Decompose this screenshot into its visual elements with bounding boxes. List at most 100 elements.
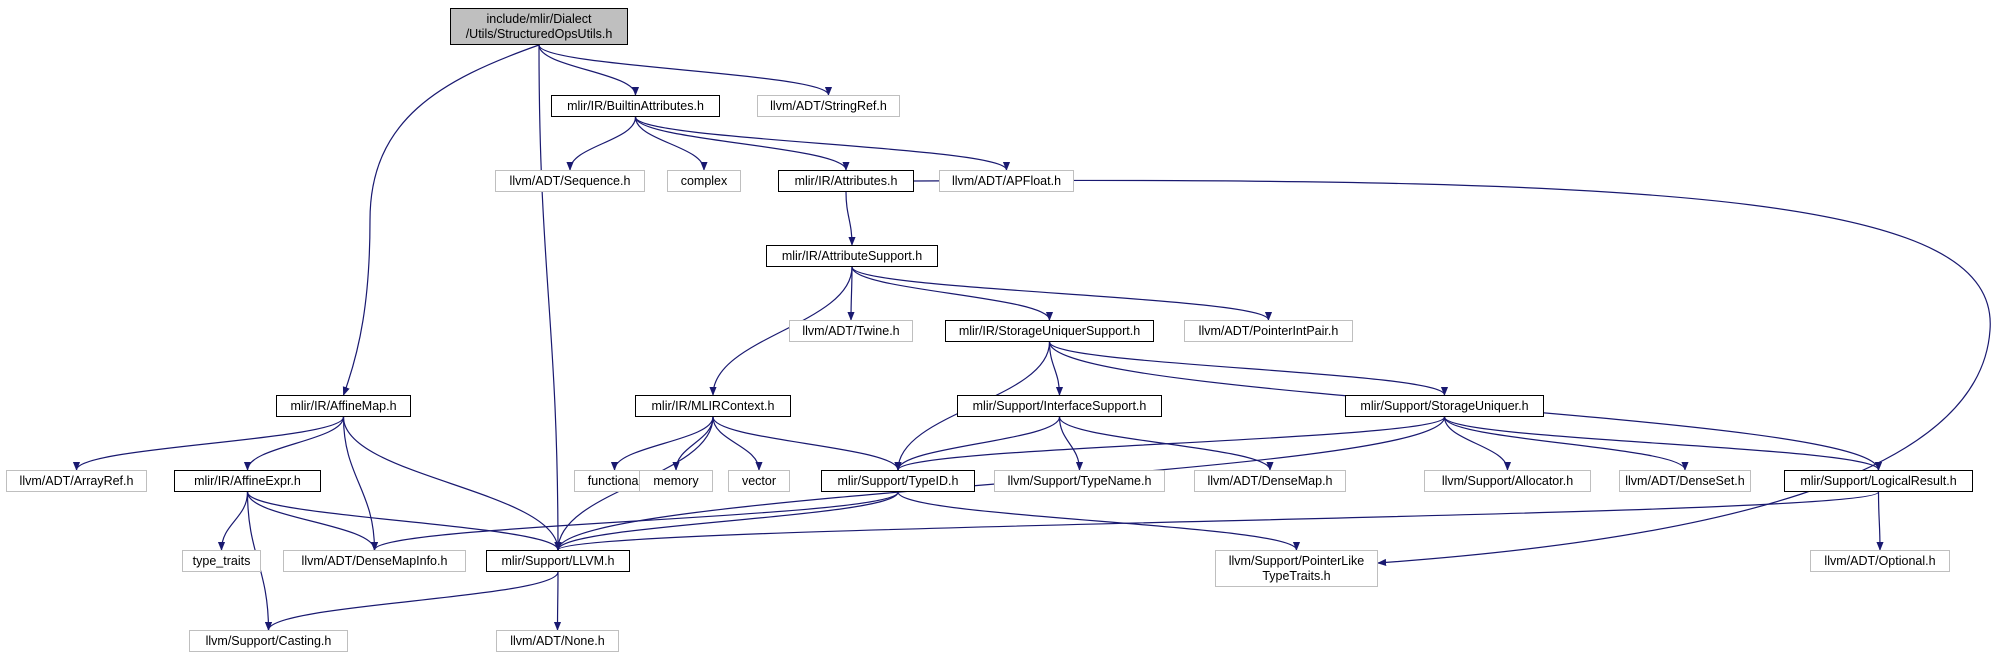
edge-affineexpr-to-typetraits (217, 491, 249, 551)
node-casting: llvm/Support/Casting.h (189, 630, 348, 652)
node-label: /Utils/StructuredOpsUtils.h (465, 26, 613, 41)
edge-attributes-to-attributesupport (845, 191, 856, 246)
edge-builtinattributes-to-apfloat (634, 116, 1010, 171)
edge-interfacesupport-to-typeid (894, 416, 1061, 471)
node-typeid[interactable]: mlir/Support/TypeID.h (821, 470, 975, 492)
node-label: TypeTraits.h (1262, 568, 1331, 583)
node-affinemap[interactable]: mlir/IR/AffineMap.h (276, 395, 411, 417)
edge-root-to-stringref (538, 44, 832, 96)
node-label: llvm/Support/Allocator.h (1441, 473, 1574, 488)
node-functional: functional (574, 470, 655, 492)
node-complex: complex (667, 170, 741, 192)
node-label: vector (741, 473, 777, 488)
node-label: mlir/Support/StorageUniquer.h (1360, 398, 1529, 413)
node-storageuniquersupport[interactable]: mlir/IR/StorageUniquerSupport.h (945, 320, 1154, 342)
node-mlircontext[interactable]: mlir/IR/MLIRContext.h (635, 395, 791, 417)
node-densemap: llvm/ADT/DenseMap.h (1194, 470, 1346, 492)
edge-logicalresult-to-llvm (554, 491, 1880, 551)
node-label: memory (653, 473, 699, 488)
node-label: llvm/ADT/DenseMapInfo.h (301, 553, 448, 568)
node-label: llvm/ADT/DenseSet.h (1625, 473, 1745, 488)
node-interfacesupport[interactable]: mlir/Support/InterfaceSupport.h (957, 395, 1162, 417)
edge-affinemap-to-densemapinfo (342, 416, 379, 551)
edge-affinemap-to-llvm (342, 416, 562, 551)
node-attributes[interactable]: mlir/IR/Attributes.h (778, 170, 914, 192)
node-label: mlir/IR/StorageUniquerSupport.h (958, 323, 1141, 338)
node-allocator: llvm/Support/Allocator.h (1424, 470, 1591, 492)
node-label: llvm/ADT/DenseMap.h (1207, 473, 1333, 488)
node-memory: memory (639, 470, 713, 492)
edge-storageuniquersupport-to-interfacesupport (1048, 341, 1064, 396)
edge-root-to-affinemap (342, 44, 540, 396)
node-sequence: llvm/ADT/Sequence.h (495, 170, 645, 192)
node-label: llvm/ADT/StringRef.h (770, 98, 887, 113)
node-label: llvm/ADT/Twine.h (802, 323, 900, 338)
edge-storageuniquer-to-denseset (1443, 416, 1689, 471)
edge-storageuniquer-to-typeid (894, 416, 1446, 471)
node-label: mlir/IR/AffineMap.h (290, 398, 397, 413)
node-label: mlir/Support/LLVM.h (501, 553, 615, 568)
edge-builtinattributes-to-sequence (566, 116, 637, 171)
edge-affinemap-to-affineexpr (243, 416, 345, 471)
edge-root-to-builtinattributes (538, 44, 640, 96)
edge-affinemap-to-arrayref (72, 416, 345, 471)
node-label: llvm/ADT/APFloat.h (951, 173, 1062, 188)
edge-root-to-llvm (538, 44, 562, 551)
edge-mlircontext-to-memory (672, 416, 714, 471)
edge-interfacesupport-to-typename (1058, 416, 1084, 471)
node-root: include/mlir/Dialect/Utils/StructuredOps… (450, 8, 628, 45)
edge-typeid-to-densemapinfo (371, 491, 899, 551)
node-pointerintpair: llvm/ADT/PointerIntPair.h (1184, 320, 1353, 342)
node-label: mlir/IR/AttributeSupport.h (781, 248, 923, 263)
node-label: mlir/Support/LogicalResult.h (1800, 473, 1957, 488)
edge-storageuniquer-to-allocator (1443, 416, 1512, 471)
edge-logicalresult-to-optional (1876, 491, 1884, 551)
edge-builtinattributes-to-attributes (634, 116, 850, 171)
edge-attributesupport-to-mlircontext (709, 266, 853, 396)
node-builtinattributes[interactable]: mlir/IR/BuiltinAttributes.h (551, 95, 720, 117)
node-attributesupport[interactable]: mlir/IR/AttributeSupport.h (766, 245, 938, 267)
node-apfloat: llvm/ADT/APFloat.h (939, 170, 1074, 192)
node-affineexpr[interactable]: mlir/IR/AffineExpr.h (174, 470, 321, 492)
node-storageuniquer[interactable]: mlir/Support/StorageUniquer.h (1345, 395, 1544, 417)
node-densemapinfo: llvm/ADT/DenseMapInfo.h (283, 550, 466, 572)
edge-attributesupport-to-pointerintpair (851, 266, 1272, 321)
node-stringref: llvm/ADT/StringRef.h (757, 95, 900, 117)
node-vector: vector (728, 470, 790, 492)
node-label: llvm/Support/Casting.h (205, 633, 332, 648)
node-label: mlir/IR/AffineExpr.h (194, 473, 301, 488)
node-label: llvm/ADT/Optional.h (1824, 553, 1936, 568)
node-twine: llvm/ADT/Twine.h (789, 320, 913, 342)
node-label: mlir/IR/BuiltinAttributes.h (567, 98, 704, 113)
edge-mlircontext-to-typeid (712, 416, 902, 471)
edge-typeid-to-llvm (554, 491, 899, 551)
edge-affineexpr-to-densemapinfo (246, 491, 379, 551)
edge-storageuniquer-to-logicalresult (1443, 416, 1882, 471)
edge-attributes-to-pointerliketypetraits (913, 179, 1991, 567)
node-label: llvm/ADT/PointerIntPair.h (1198, 323, 1339, 338)
edge-attributesupport-to-storageuniquersupport (851, 266, 1054, 321)
edge-storageuniquersupport-to-storageuniquer (1048, 341, 1448, 396)
node-label: complex (680, 173, 728, 188)
edge-builtinattributes-to-complex (634, 116, 708, 171)
node-label: type_traits (192, 553, 251, 568)
node-label: llvm/Support/PointerLike (1228, 553, 1365, 568)
node-arrayref: llvm/ADT/ArrayRef.h (6, 470, 147, 492)
node-label: llvm/Support/TypeName.h (1007, 473, 1152, 488)
edge-mlircontext-to-functional (610, 416, 714, 471)
node-denseset: llvm/ADT/DenseSet.h (1619, 470, 1751, 492)
node-typename: llvm/Support/TypeName.h (994, 470, 1165, 492)
node-label: functional (587, 473, 642, 488)
node-llvm[interactable]: mlir/Support/LLVM.h (486, 550, 630, 572)
node-label: mlir/IR/Attributes.h (794, 173, 898, 188)
node-logicalresult[interactable]: mlir/Support/LogicalResult.h (1784, 470, 1973, 492)
node-label: llvm/ADT/Sequence.h (509, 173, 631, 188)
node-none: llvm/ADT/None.h (496, 630, 619, 652)
edge-llvm-to-none (553, 571, 562, 631)
edge-mlircontext-to-vector (712, 416, 763, 471)
edge-typeid-to-pointerliketypetraits (897, 491, 1300, 551)
node-label: llvm/ADT/None.h (510, 633, 605, 648)
edge-attributesupport-to-twine (847, 266, 855, 321)
node-label: mlir/Support/TypeID.h (837, 473, 959, 488)
